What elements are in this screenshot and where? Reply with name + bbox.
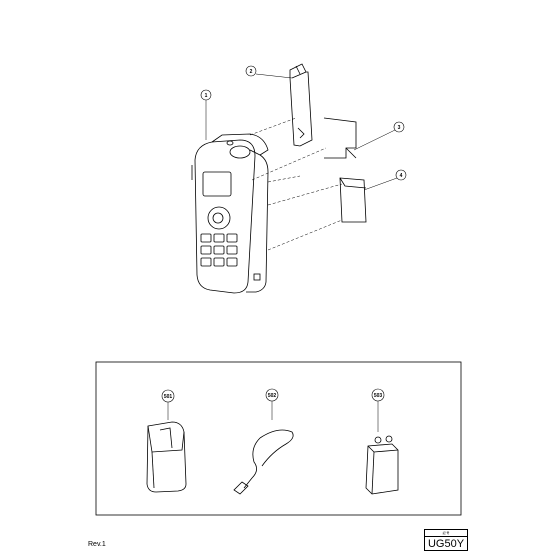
svg-text:501: 501 — [164, 394, 173, 400]
strap — [233, 429, 294, 495]
assembly-lines — [249, 117, 343, 251]
svg-text:4: 4 — [400, 173, 403, 179]
callouts: 1 2 3 4 501 502 503 — [161, 65, 407, 403]
label-sheet — [323, 117, 357, 159]
callout-2: 2 — [245, 65, 257, 77]
model-header: 記 号 — [425, 530, 467, 537]
callout-4: 4 — [395, 169, 407, 181]
svg-text:1: 1 — [205, 93, 208, 99]
soft-case — [146, 421, 187, 493]
accessories-frame — [95, 361, 462, 516]
callout-502: 502 — [265, 388, 279, 402]
svg-text:503: 503 — [374, 393, 383, 399]
svg-text:2: 2 — [250, 69, 253, 75]
model-box: 記 号 UG50Y — [424, 529, 468, 551]
model-name: UG50Y — [427, 538, 465, 550]
svg-text:3: 3 — [398, 125, 401, 131]
revision-label: Rev.1 — [88, 541, 106, 548]
battery-9v — [365, 435, 399, 495]
svg-text:502: 502 — [268, 393, 277, 399]
callout-3: 3 — [393, 121, 405, 133]
label-sheet-2 — [339, 177, 367, 223]
callout-503: 503 — [371, 388, 385, 402]
callout-501: 501 — [161, 389, 175, 403]
callout-leaders — [167, 73, 398, 432]
battery-cover — [289, 63, 313, 147]
device-body — [191, 133, 269, 294]
callout-1: 1 — [200, 89, 212, 101]
